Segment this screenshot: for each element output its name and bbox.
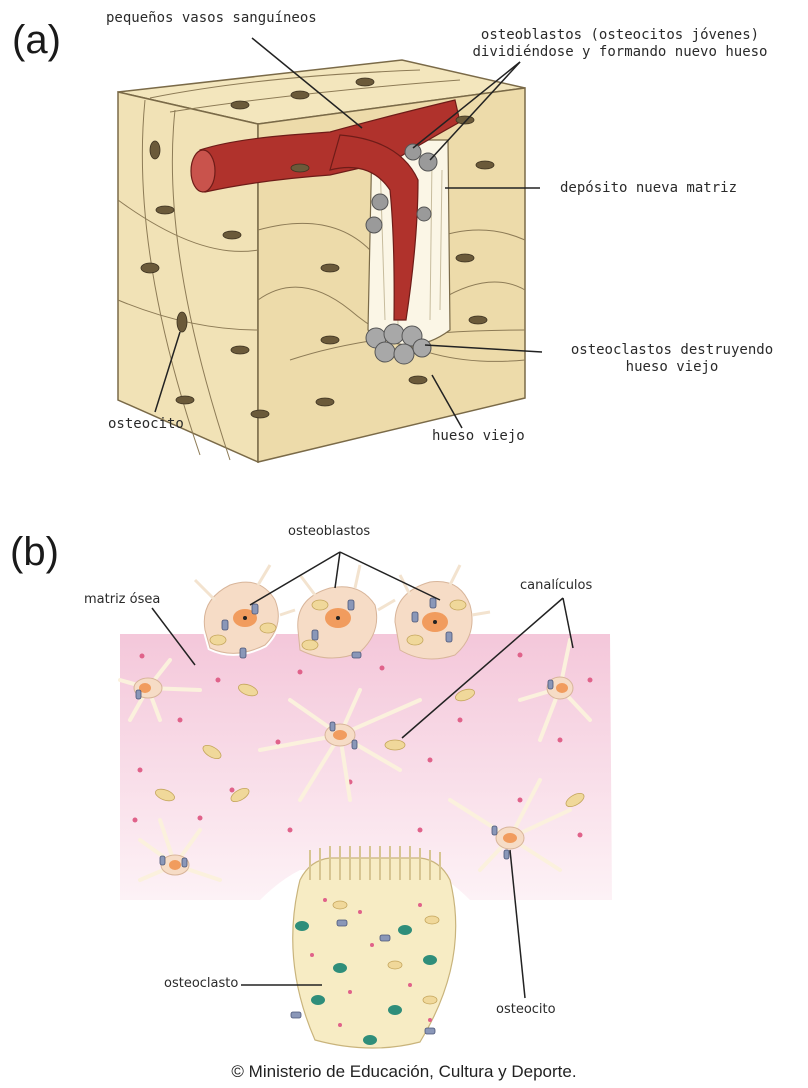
- osteoclast-cell: [291, 846, 456, 1048]
- label-osteoclast: osteoclasto: [164, 976, 238, 991]
- label-osteocyte-b: osteocito: [496, 1002, 556, 1017]
- label-bone-matrix: matriz ósea: [84, 592, 160, 607]
- bone-tissue-illustration: [0, 0, 808, 1060]
- osteoblast-cells: [204, 581, 472, 659]
- copyright-credit: © Ministerio de Educación, Cultura y Dep…: [0, 1062, 808, 1082]
- label-osteoblasts-b: osteoblastos: [288, 524, 370, 539]
- label-canaliculi: canalículos: [520, 578, 592, 593]
